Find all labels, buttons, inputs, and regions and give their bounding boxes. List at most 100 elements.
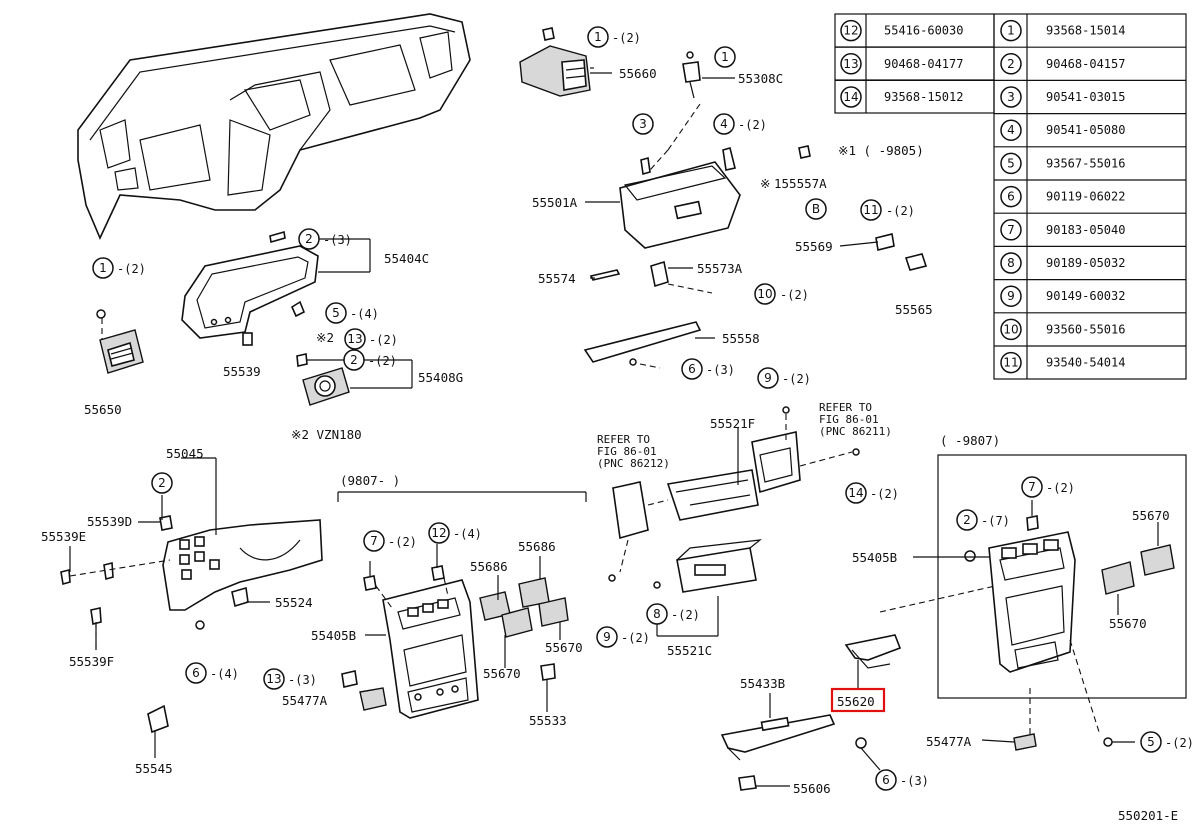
label-55524: 55524 (275, 595, 313, 610)
svg-text:-(3): -(3) (900, 774, 929, 788)
vent-55660 (519, 27, 591, 97)
svg-text:5: 5 (1147, 735, 1155, 749)
label-55606: 55606 (793, 781, 831, 796)
callout-6b: 6-(4) (185, 662, 239, 684)
callout-b: B (805, 198, 827, 220)
label-55573a: 55573A (697, 261, 743, 276)
note-2-mark: ※2 (316, 330, 334, 345)
refer-a-line1: REFER TO (597, 433, 650, 446)
switch-bezel-55408g (296, 353, 350, 406)
callout-6c: 6 -(3) (875, 769, 929, 791)
label-55477a-right: 55477A (926, 734, 972, 749)
note-mark-155557a: ※ (760, 176, 770, 191)
label-55670d: 55670 (1109, 616, 1147, 631)
label-55405b-left: 55405B (311, 628, 356, 643)
svg-text:2: 2 (350, 353, 358, 367)
label-55501a: 55501A (532, 195, 578, 210)
box-9807 (937, 454, 1187, 699)
svg-text:9: 9 (603, 630, 611, 644)
label-55045: 55045 (166, 446, 204, 461)
brackets-55573a-55558 (583, 260, 713, 369)
table-right-ref-circle (1000, 185, 1022, 208)
side-vent-55650 (96, 309, 144, 374)
label-55539e: 55539E (41, 529, 86, 544)
label-155557a: 155557A (774, 176, 827, 191)
callout-2c: 2 (151, 472, 173, 494)
svg-text:3: 3 (639, 117, 647, 131)
callout-7b: 7-(2) (1021, 476, 1075, 498)
table-right-ref-circle (1000, 219, 1022, 241)
svg-text:-(4): -(4) (350, 307, 379, 321)
svg-text:1: 1 (721, 50, 729, 64)
cluster-bezel-55404c (181, 230, 319, 346)
table-left-ref: 13 (843, 57, 858, 71)
table-right-ref-circle (1000, 119, 1022, 141)
table-right-ref-circle (1000, 152, 1022, 175)
callout-6a: 6-(3) (681, 358, 735, 380)
table-right-ref-circle (1000, 19, 1022, 42)
table-right-ref: 1 (1007, 24, 1015, 38)
table-left-ref: 12 (843, 24, 858, 38)
table-right-ref-circle (1000, 318, 1022, 341)
label-55670a: 55670 (483, 666, 521, 681)
svg-text:1: 1 (99, 261, 107, 275)
svg-text:-(4): -(4) (210, 667, 239, 681)
table-right-part-number: 90468-04157 (1046, 57, 1125, 71)
svg-text:6: 6 (882, 773, 890, 787)
table-left-part-number: 93568-15012 (884, 90, 963, 104)
svg-text:-(2): -(2) (1165, 736, 1194, 750)
label-55539f: 55539F (69, 654, 114, 669)
table-right-ref-circle (1000, 285, 1022, 307)
svg-text:-(2): -(2) (117, 262, 146, 276)
label-55620: 55620 (837, 694, 875, 709)
label-55686b: 55686 (518, 539, 556, 554)
label-55545: 55545 (135, 761, 173, 776)
table-right-part-number: 90541-05080 (1046, 123, 1125, 137)
small-parts-top-right (798, 145, 928, 271)
center-cluster-55405b-left (341, 565, 569, 719)
table-right-part-number: 93560-55016 (1046, 322, 1125, 336)
svg-text:2: 2 (963, 513, 971, 527)
svg-text:5: 5 (332, 306, 340, 320)
refer-b-line2: FIG 86-01 (819, 413, 879, 426)
label-55574: 55574 (538, 271, 576, 286)
label-55405b-right: 55405B (852, 550, 897, 565)
refer-a-line2: FIG 86-01 (597, 445, 657, 458)
label-55660: 55660 (619, 66, 657, 81)
svg-text:B: B (812, 202, 820, 216)
table-right-ref: 4 (1007, 123, 1015, 137)
leader-lines (69, 67, 1159, 787)
refer-b-line3: (PNC 86211) (819, 425, 892, 438)
label-55539: 55539 (223, 364, 261, 379)
label-55308c: 55308C (738, 71, 783, 86)
svg-text:-(2): -(2) (388, 535, 417, 549)
callout-10: 10-(2) (754, 283, 809, 305)
notes: ※1 ( -9805) ※ ※2 ※2 VZN180 (9807- ) ( -9… (291, 143, 1000, 488)
svg-text:13: 13 (266, 672, 281, 686)
table-left-part-number: 55416-60030 (884, 24, 963, 38)
callout-14: 14-(2) (845, 482, 899, 504)
table-right-ref: 6 (1007, 190, 1015, 204)
callout-7a: 7-(2) (363, 530, 417, 552)
svg-text:8: 8 (653, 607, 661, 621)
center-cluster-55405b-right (879, 515, 1175, 736)
callout-2a: 2 -(3) (298, 228, 352, 250)
label-55565: 55565 (895, 302, 933, 317)
table-right-ref: 11 (1003, 356, 1018, 370)
range-9807-to: ( -9807) (940, 433, 1000, 448)
label-55404c: 55404C (384, 251, 429, 266)
callout-2b: 2-(2) (343, 349, 397, 371)
table-right-ref-circle (1000, 53, 1022, 75)
svg-text:-(3): -(3) (323, 233, 352, 247)
table-right-part-number: 90541-03015 (1046, 90, 1125, 104)
callout-1a: 1-(2) (587, 26, 641, 48)
brackets-bottom-right (720, 634, 1113, 791)
svg-text:2: 2 (305, 232, 313, 246)
callout-9b: 9-(2) (596, 626, 650, 648)
bracket-55521f (612, 406, 860, 573)
table-right-part-number: 90149-60032 (1046, 289, 1125, 303)
label-55533: 55533 (529, 713, 567, 728)
table-left-ref-circle (840, 53, 862, 75)
svg-text:-(3): -(3) (288, 673, 317, 687)
